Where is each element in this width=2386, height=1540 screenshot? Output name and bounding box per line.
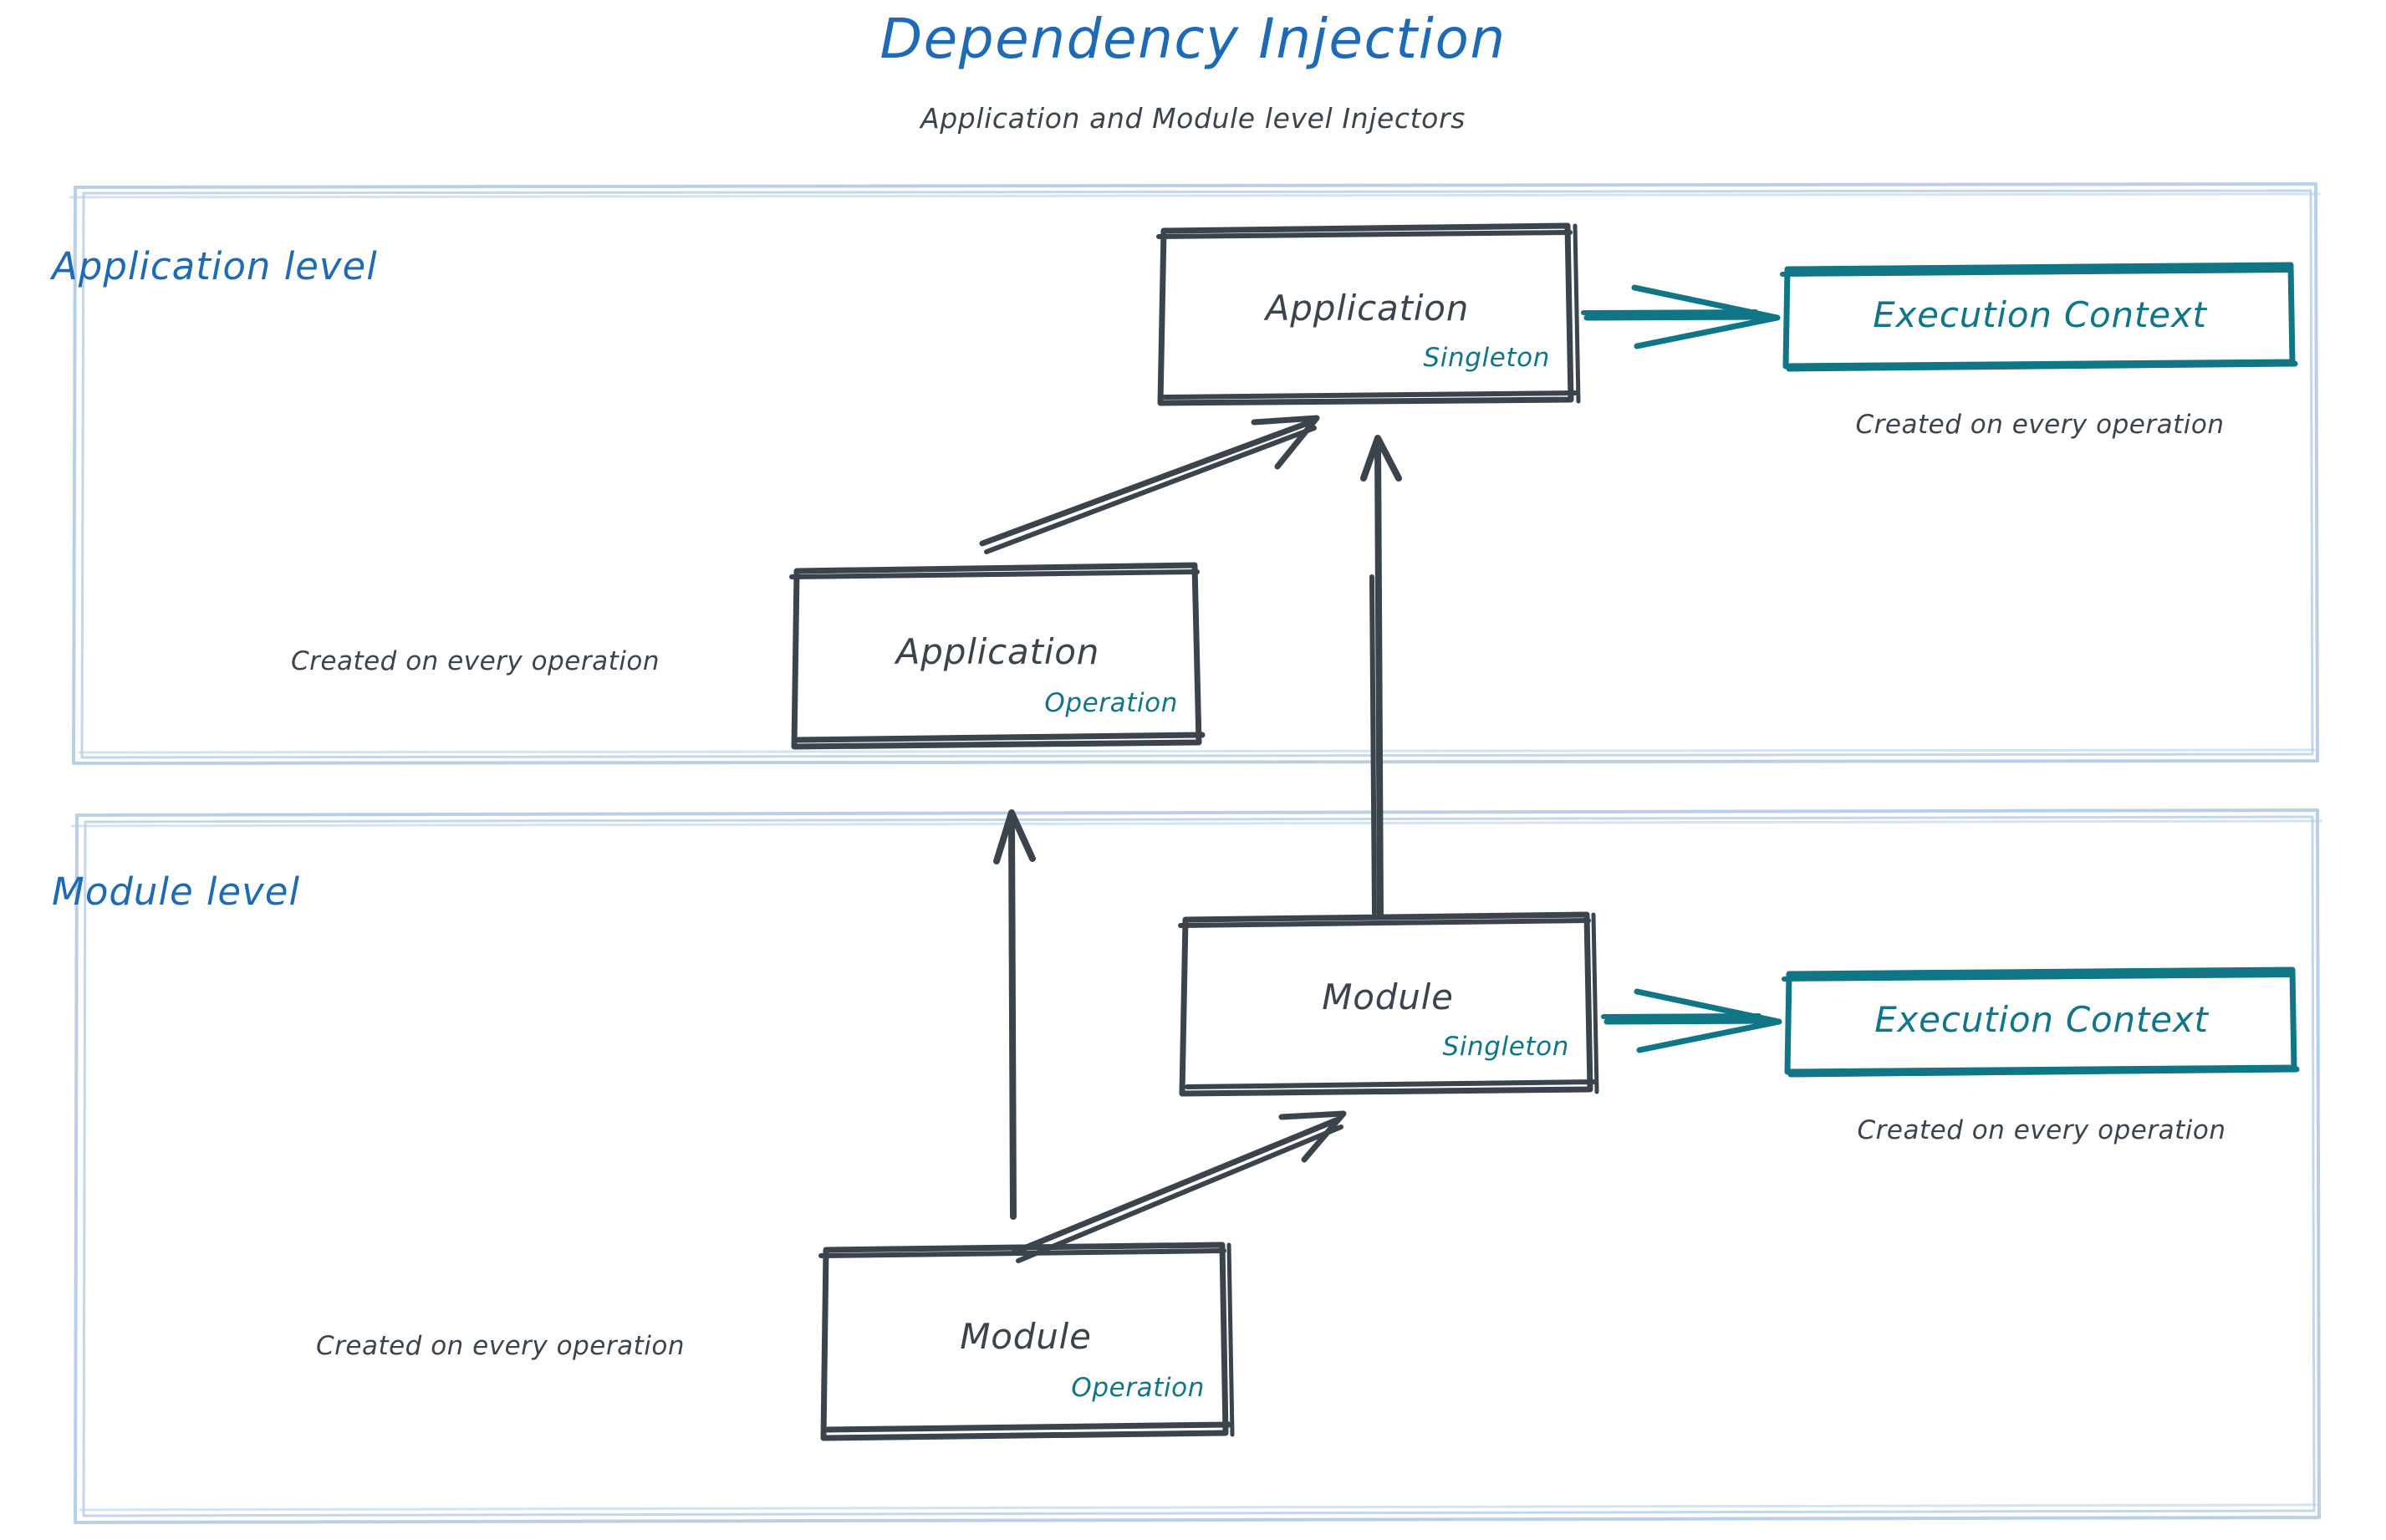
- panel-label-application-level: Application level: [52, 244, 378, 288]
- node-application-singleton-title: Application: [1265, 288, 1470, 329]
- node-module-singleton-title: Module: [1322, 977, 1454, 1017]
- edge-module-operation-to-module-singleton: [1011, 1110, 1347, 1263]
- node-application-operation-title: Application: [895, 631, 1100, 672]
- node-application-execution-context-caption: Created on every operation: [1855, 410, 2225, 440]
- node-module-execution-context-title: Execution Context: [1874, 999, 2209, 1040]
- edge-app-singleton-to-exec-ctx: [1581, 284, 1781, 349]
- panel-application-level-border: [69, 182, 2321, 765]
- node-application-execution-context-title: Execution Context: [1873, 294, 2207, 335]
- edge-app-operation-to-app-singleton: [979, 415, 1320, 554]
- panel-module-level-border: [70, 808, 2322, 1524]
- node-module-operation-scope: Operation: [1071, 1373, 1205, 1403]
- node-application-singleton-scope: Singleton: [1423, 343, 1550, 373]
- panel-label-module-level: Module level: [52, 869, 300, 914]
- page-title: Dependency Injection: [879, 7, 1507, 71]
- edge-module-singleton-to-exec-ctx: [1601, 988, 1782, 1053]
- edge-module-operation-to-app-operation: [993, 809, 1036, 1220]
- node-module-execution-context-caption: Created on every operation: [1857, 1115, 2226, 1145]
- node-application-operation-caption: Created on every operation: [291, 646, 660, 676]
- edge-module-singleton-to-app-singleton: [1360, 435, 1402, 920]
- node-application-operation-scope: Operation: [1044, 688, 1178, 718]
- node-module-operation-title: Module: [960, 1316, 1092, 1357]
- page-subtitle: Application and Module level Injectors: [920, 102, 1466, 135]
- node-module-operation-caption: Created on every operation: [316, 1331, 685, 1361]
- node-module-singleton-scope: Singleton: [1442, 1032, 1569, 1062]
